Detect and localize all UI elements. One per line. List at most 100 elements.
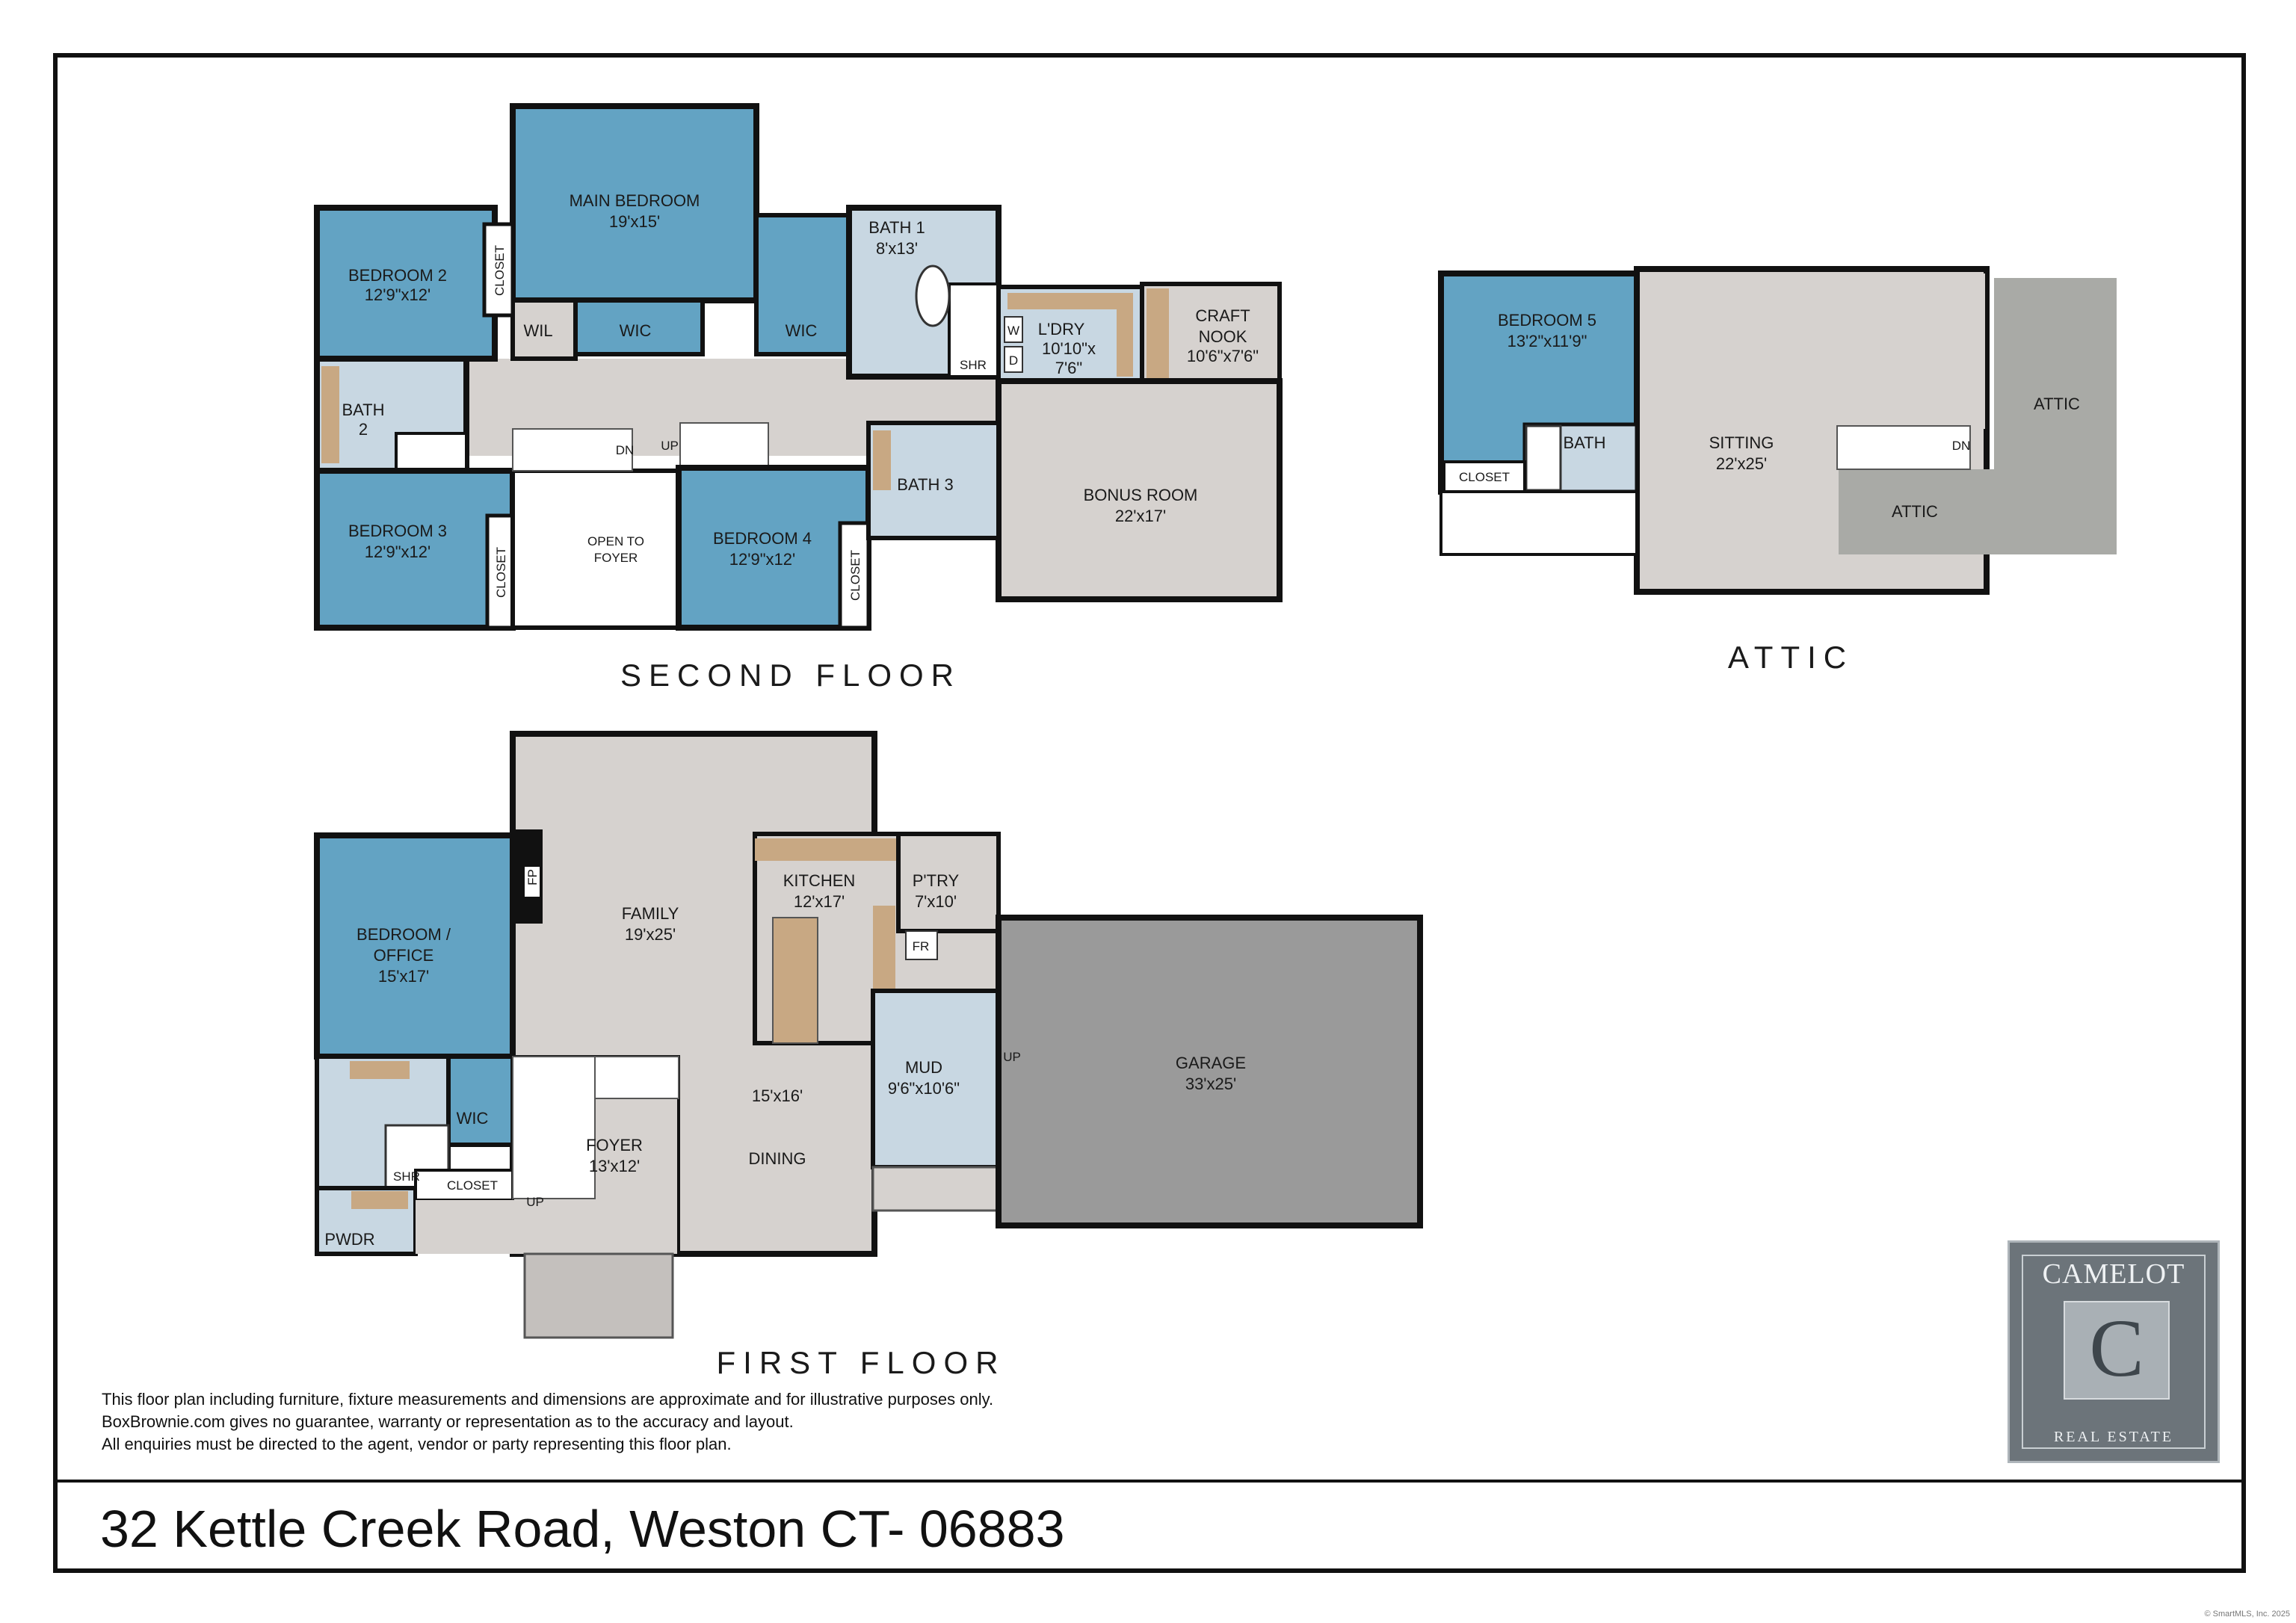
bedroom4 xyxy=(676,465,871,631)
kitchen-name: KITCHEN xyxy=(783,871,856,890)
attic-lower-void xyxy=(1439,490,1638,556)
bath1-shr-label: SHR xyxy=(960,358,987,372)
powder-counter xyxy=(351,1191,408,1209)
dryer-label: D xyxy=(1009,353,1018,368)
washer-label: W xyxy=(1007,324,1019,338)
entry-hall xyxy=(416,1200,677,1254)
bedroom3-dim: 12'9"x12' xyxy=(365,542,430,561)
fireplace-label: FP xyxy=(525,869,540,885)
laundry-name: L'DRY xyxy=(1038,320,1085,338)
second-floor-title: SECOND FLOOR xyxy=(620,658,961,693)
garage xyxy=(996,915,1423,1228)
fridge-label: FR xyxy=(913,939,930,953)
fridge-icon xyxy=(905,930,938,960)
bath2-counter xyxy=(321,366,339,463)
bath1-dim: 8'x13' xyxy=(876,239,918,258)
bedroom3-closet-label: CLOSET xyxy=(494,547,508,598)
logo-emblem-icon: C xyxy=(2064,1301,2170,1400)
stair-up xyxy=(679,422,769,469)
attic-bath-label: BATH xyxy=(1563,433,1605,452)
pantry-dim: 7'x10' xyxy=(915,892,957,911)
first-closet-label: CLOSET xyxy=(447,1178,498,1193)
bedroom2-closet-label: CLOSET xyxy=(493,245,507,296)
bath3-counter xyxy=(873,430,891,490)
pantry xyxy=(896,832,1001,933)
laundry-dim2: 7'6" xyxy=(1055,359,1082,377)
bath3-name: BATH 3 xyxy=(897,475,953,494)
bonus-room xyxy=(996,378,1283,602)
copyright-notice: © SmartMLS, Inc. 2025 xyxy=(2204,1610,2291,1619)
sitting-dim: 22'x25' xyxy=(1716,454,1767,473)
bedroom-office-dim: 15'x17' xyxy=(378,967,429,986)
bonus-name: BONUS ROOM xyxy=(1084,486,1198,504)
first-wic-label: WIC xyxy=(457,1109,489,1128)
dining-dim: 15'x16' xyxy=(752,1086,803,1105)
garage-up-label: UP xyxy=(1003,1050,1021,1064)
foyer-dim: 13'x12' xyxy=(589,1157,640,1175)
attic-space-right xyxy=(1994,278,2117,554)
pwdr-label: PWDR xyxy=(324,1230,374,1249)
mud-name: MUD xyxy=(905,1058,942,1077)
sitting-name: SITTING xyxy=(1709,433,1774,452)
disclaimer: This floor plan including furniture, fix… xyxy=(102,1388,993,1456)
main-bedroom xyxy=(510,103,759,303)
family-name: FAMILY xyxy=(622,904,679,923)
bedroom5-name: BEDROOM 5 xyxy=(1498,311,1596,330)
main-bedroom-dim: 19'x15' xyxy=(609,212,660,231)
second-dn-label: DN xyxy=(616,443,635,457)
property-address: 32 Kettle Creek Road, Weston CT- 06883 xyxy=(100,1500,1065,1558)
mud-bench xyxy=(871,1166,1000,1212)
craft-name1: CRAFT xyxy=(1195,306,1250,325)
craft-dim: 10'6"x7'6" xyxy=(1187,347,1259,365)
logo-top-text: CAMELOT xyxy=(2042,1258,2185,1290)
open-foyer-line1: OPEN TO xyxy=(587,534,644,548)
front-porch xyxy=(523,1252,674,1339)
bedroom4-dim: 12'9"x12' xyxy=(729,550,795,569)
first-floor-title: FIRST FLOOR xyxy=(717,1345,1006,1380)
attic-stair xyxy=(1836,425,1971,470)
second-up-label: UP xyxy=(661,439,679,453)
bath2-dim: 2 xyxy=(359,420,368,439)
garage-dim: 33'x25' xyxy=(1185,1075,1236,1093)
garage-name: GARAGE xyxy=(1176,1054,1246,1072)
bathtub-icon xyxy=(915,265,951,327)
bedroom-office xyxy=(314,832,516,1060)
disclaimer-line: All enquiries must be directed to the ag… xyxy=(102,1435,732,1453)
first-up-label: UP xyxy=(526,1195,544,1209)
sheet-border xyxy=(53,53,2246,1573)
wic-left-label: WIC xyxy=(620,321,652,340)
first-floor-labels: BEDROOM / OFFICE 15'x17' FAMILY 19'x25' … xyxy=(324,869,1246,1249)
bedroom2 xyxy=(314,205,498,362)
first-shr-label: SHR xyxy=(393,1169,420,1184)
craft-name2: NOOK xyxy=(1199,327,1247,346)
attic-space-lower xyxy=(1839,469,1994,554)
kitchen-back-counter xyxy=(755,838,898,861)
camelot-logo: CAMELOT C REAL ESTATE xyxy=(2008,1240,2220,1463)
logo-frame xyxy=(2022,1255,2206,1449)
bedroom3 xyxy=(314,468,516,631)
logo-bottom-text: REAL ESTATE xyxy=(2053,1429,2174,1445)
bedroom2-name: BEDROOM 2 xyxy=(348,266,447,285)
attic-bath-shower xyxy=(1525,424,1562,492)
bedroom-office-line2: OFFICE xyxy=(374,946,434,965)
bedroom5-dim: 13'2"x11'9" xyxy=(1507,332,1587,350)
attic-title: ATTIC xyxy=(1728,640,1854,675)
wic-right-label: WIC xyxy=(786,321,818,340)
bath1-name: BATH 1 xyxy=(868,218,925,237)
craft-counter xyxy=(1147,288,1169,381)
bonus-dim: 22'x17' xyxy=(1115,507,1166,525)
attic-lower-label: ATTIC xyxy=(1892,502,1938,521)
second-floor-labels: MAIN BEDROOM 19'x15' BEDROOM 2 12'9"x12'… xyxy=(342,191,1259,601)
attic-closet-label: CLOSET xyxy=(1459,470,1510,484)
first-wic xyxy=(446,1054,515,1147)
first-stair xyxy=(512,1056,596,1199)
logo-emblem-letter: C xyxy=(2089,1302,2144,1394)
dining-name: DINING xyxy=(749,1149,806,1168)
bath2-shower xyxy=(395,432,468,472)
bedroom2-dim: 12'9"x12' xyxy=(365,285,430,304)
laundry-counter-side xyxy=(1117,309,1133,377)
attic-dn-label: DN xyxy=(1952,439,1971,453)
wil-closet xyxy=(510,298,578,361)
bedroom4-closet xyxy=(838,521,871,630)
